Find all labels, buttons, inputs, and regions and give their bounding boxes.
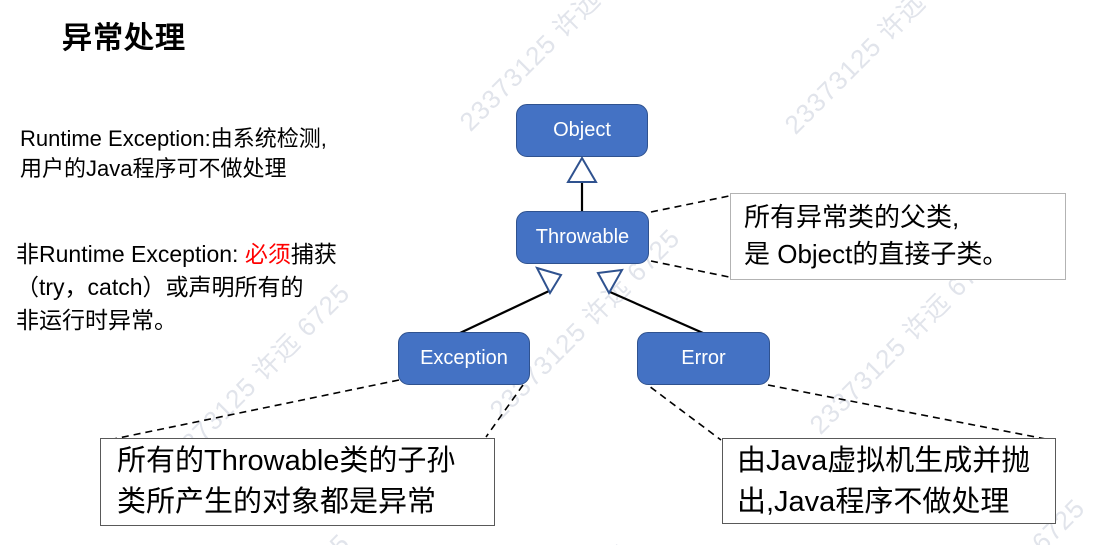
inheritance-arrow-icon [566,156,598,183]
callout-exception-note: 所有的Throwable类的子孙 类所产生的对象都是异常 [100,438,495,526]
runtime-note-line1: Runtime Exception:由系统检测, [20,126,327,151]
callout-throwable-note: 所有异常类的父类, 是 Object的直接子类。 [730,193,1066,280]
inheritance-arrow-icon [535,266,563,296]
inheritance-arrow-icon [596,268,624,296]
callout-leader-line [650,260,730,278]
non-runtime-suffix: 捕获 [290,241,337,267]
must-emphasis: 必须 [244,241,291,267]
class-box-exception: Exception [398,332,530,385]
inheritance-line-exception-throwable [459,290,550,334]
callout-error-note: 由Java虚拟机生成并抛 出,Java程序不做处理 [722,438,1056,524]
class-label-exception: Exception [420,347,508,369]
callout-throwable-line2: 是 Object的直接子类。 [744,239,1009,269]
page-title: 异常处理 [62,22,186,55]
non-runtime-exception-note: 非Runtime Exception: 必须捕获 （try，catch）或声明所… [16,238,337,337]
callout-throwable-line1: 所有异常类的父类, [744,202,960,232]
callout-leader-line [640,379,722,441]
inheritance-line-error-throwable [609,290,704,335]
callout-leader-line [103,379,400,442]
runtime-note-line2: 用户的Java程序可不做处理 [20,156,287,181]
callout-leader-line [767,384,1052,441]
callout-leader-line [485,384,524,438]
class-label-throwable: Throwable [535,226,630,248]
callout-error-line1: 由Java虚拟机生成并抛 [737,445,1031,477]
runtime-exception-note: Runtime Exception:由系统检测, 用户的Java程序可不做处理 [20,124,327,184]
class-box-object: Object [516,104,648,157]
callout-error-line2: 出,Java程序不做处理 [737,486,1010,518]
class-box-error: Error [637,332,770,385]
non-runtime-prefix: 非Runtime Exception: [16,241,245,267]
class-label-error: Error [681,347,726,369]
non-runtime-note-line3: 非运行时异常。 [16,307,177,333]
callout-exception-line2: 类所产生的对象都是异常 [117,486,437,518]
callout-leader-line [650,195,730,213]
class-label-object: Object [553,119,611,141]
callout-exception-line1: 所有的Throwable类的子孙 [117,445,456,477]
non-runtime-note-line2: （try，catch）或声明所有的 [16,274,304,300]
non-runtime-note-line1: 非Runtime Exception: 必须捕获 [16,238,337,271]
class-box-throwable: Throwable [516,211,649,264]
